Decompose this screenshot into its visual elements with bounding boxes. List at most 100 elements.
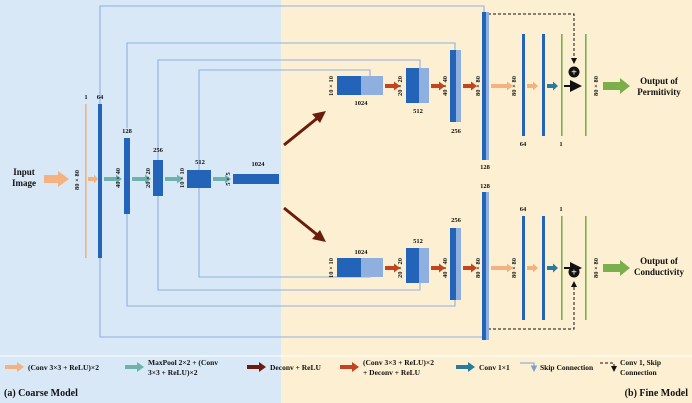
coarse-model-panel xyxy=(0,0,281,403)
bottom-block-64a xyxy=(522,216,525,320)
top-block-512 xyxy=(406,68,419,103)
top-output-arrow xyxy=(603,78,630,94)
legend-conv-relu-label: (Conv 3×3 + ReLU)×2 xyxy=(28,363,99,372)
bottom-label-512: 512 xyxy=(413,238,423,245)
top-block-64a xyxy=(522,34,525,136)
legend-conv1x1-arrow xyxy=(456,362,475,372)
legend: (Conv 3×3 + ReLU)×2 MaxPool 2×2 + (Conv … xyxy=(5,358,661,377)
top-output-label-2: Permitivity xyxy=(637,87,681,97)
bottom-block-256-concat xyxy=(456,228,461,300)
input-arrow xyxy=(44,171,69,187)
legend-conv1skip-label: Conv 1, Skip xyxy=(620,358,661,367)
top-label-1024: 1024 xyxy=(355,100,369,107)
legend-conv-deconv-arrow xyxy=(340,362,359,372)
top-dim-80b: 80 × 80 xyxy=(511,76,518,96)
fine-model-caption: (b) Fine Model xyxy=(625,388,689,399)
top-label-256: 256 xyxy=(451,128,462,135)
top-block-1024 xyxy=(337,76,361,95)
top-block-1024-concat xyxy=(361,76,383,95)
top-arrow-deconv-1 xyxy=(385,81,400,91)
top-output-label: Output of xyxy=(640,76,679,86)
legend-maxpool-label: MaxPool 2×2 + (Conv xyxy=(148,358,218,367)
input-label-2: Image xyxy=(12,178,36,188)
conv1-skip-bottom xyxy=(488,281,577,330)
bottom-layer-1ch xyxy=(561,216,563,320)
bottom-dim-40: 40 × 40 xyxy=(442,258,449,278)
bottom-plus-symbol: + xyxy=(571,268,577,279)
top-label-1: 1 xyxy=(559,141,562,148)
arrow-maxpool-4 xyxy=(213,174,231,184)
input-dim-label: 80 × 80 xyxy=(74,170,81,190)
bottom-block-256 xyxy=(450,228,456,300)
bottom-block-64b xyxy=(542,216,545,320)
bottom-label-1: 1 xyxy=(559,206,562,213)
bottom-dim-80b: 80 × 80 xyxy=(511,258,518,278)
legend-maxpool-arrow xyxy=(125,362,144,372)
top-label-64: 64 xyxy=(520,141,527,148)
top-plus-symbol: + xyxy=(571,68,577,79)
dim-40: 40 × 40 xyxy=(115,168,122,188)
legend-skip-icon xyxy=(520,362,538,373)
encoder-block-128 xyxy=(124,138,130,214)
bottom-output-arrow xyxy=(603,260,630,276)
bottom-dim-80c: 80 × 80 xyxy=(593,258,600,278)
encoder-block-512 xyxy=(187,170,211,188)
bottom-arrow-conv-2 xyxy=(527,263,538,273)
label-1024: 1024 xyxy=(252,161,266,168)
bottom-label-64: 64 xyxy=(520,206,527,213)
top-arrow-deconv-2 xyxy=(431,81,445,91)
top-label-512: 512 xyxy=(413,108,423,115)
arrow-maxpool-3 xyxy=(165,174,183,184)
coarse-model-caption: (a) Coarse Model xyxy=(4,388,78,399)
bottom-label-128: 128 xyxy=(480,183,491,190)
legend-deconv-arrow xyxy=(247,362,266,372)
bottom-arrow-deconv-3 xyxy=(463,263,477,273)
top-dim-10: 10 × 10 xyxy=(328,76,335,96)
bottom-dim-20: 20 × 20 xyxy=(397,258,404,278)
legend-deconv-label: Deconv + ReLU xyxy=(270,363,322,372)
arrow-maxpool-1 xyxy=(104,174,122,184)
top-arrow-conv-2 xyxy=(527,81,538,91)
top-arrow-conv1x1 xyxy=(547,81,558,91)
label-256: 256 xyxy=(153,147,164,154)
label-128: 128 xyxy=(122,128,133,135)
bottom-output-label: Output of xyxy=(640,256,679,266)
encoder-block-64 xyxy=(98,104,102,258)
bottom-block-128-concat xyxy=(486,192,489,340)
arrow-maxpool-2 xyxy=(132,174,151,184)
bottom-dim-10: 10 × 10 xyxy=(328,258,335,278)
top-dim-40: 40 × 40 xyxy=(442,76,449,96)
top-plus-node xyxy=(568,66,580,78)
label-64: 64 xyxy=(97,94,104,101)
bottom-dim-80: 80 × 80 xyxy=(475,258,482,278)
dim-10: 10 × 10 xyxy=(179,168,186,188)
bottom-arrow-conv-1 xyxy=(491,263,513,273)
legend-conv-deconv-label: (Conv 3×3 + ReLU)×2 xyxy=(363,358,434,367)
top-arrow-conv-1 xyxy=(491,81,513,91)
bottom-label-256: 256 xyxy=(451,217,462,224)
top-block-128 xyxy=(482,12,486,160)
label-1ch: 1 xyxy=(84,94,87,101)
bottom-block-128 xyxy=(482,192,486,340)
deconv-arrow-down xyxy=(283,206,326,242)
input-label: Input xyxy=(13,167,35,177)
legend-conv-deconv-label-2: + Deconv + ReLU xyxy=(363,368,421,377)
encoder-block-1024 xyxy=(233,174,279,184)
legend-skip-label: Skip Connection xyxy=(540,363,594,372)
top-dim-20: 20 × 20 xyxy=(397,76,404,96)
bottom-arrow-conv1x1 xyxy=(547,263,558,273)
top-output-layer xyxy=(585,34,587,136)
conv1-skip-top xyxy=(488,13,577,64)
label-512: 512 xyxy=(195,159,205,166)
bottom-arrow-deconv-1 xyxy=(385,263,400,273)
dim-20: 20 × 20 xyxy=(145,168,152,188)
bottom-arrow-deconv-2 xyxy=(431,263,445,273)
top-block-256-concat xyxy=(456,50,461,122)
bottom-output-label-2: Conductivity xyxy=(634,267,685,277)
top-block-512-concat xyxy=(419,68,429,103)
deconv-arrow-up xyxy=(283,111,326,147)
top-arrow-deconv-3 xyxy=(463,81,477,91)
bottom-block-1024-concat xyxy=(361,258,383,277)
top-dim-80: 80 × 80 xyxy=(475,76,482,96)
